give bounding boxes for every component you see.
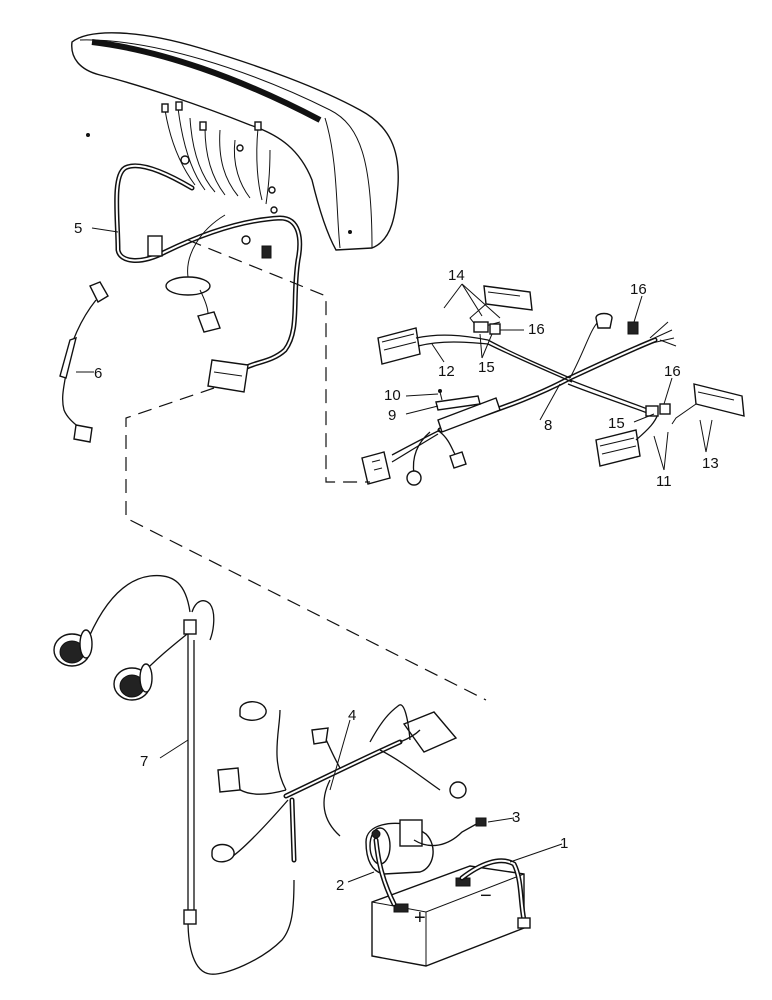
headlamp-right	[113, 663, 153, 701]
callout-16-left: 16	[528, 321, 545, 338]
battery: + −	[371, 865, 525, 967]
connection-leader-lines	[125, 239, 487, 701]
rear-lamp-harness	[361, 312, 677, 486]
headlamp-left	[53, 629, 93, 667]
callout-3: 3	[512, 809, 520, 826]
callout-11: 11	[656, 473, 672, 490]
battery-cables	[373, 837, 531, 929]
callout-14: 14	[448, 267, 465, 284]
callout-5: 5	[74, 220, 82, 237]
callout-12: 12	[438, 363, 455, 380]
warning-light-lead	[59, 281, 109, 443]
battery-negative-sign: −	[480, 885, 492, 907]
starter-motor	[365, 817, 487, 875]
callout-15-left: 15	[478, 359, 495, 376]
callout-13: 13	[702, 455, 719, 472]
right-rear-lamp	[595, 383, 745, 467]
callout-8: 8	[544, 417, 552, 434]
dashboard-harness	[114, 163, 303, 393]
callout-4: 4	[348, 707, 356, 724]
callout-1: 1	[560, 835, 568, 852]
callout-6: 6	[94, 365, 102, 382]
callout-2: 2	[336, 877, 344, 894]
callout-7: 7	[140, 753, 148, 770]
callout-leaders	[76, 227, 713, 883]
callout-16-top: 16	[630, 281, 647, 298]
callout-15-right: 15	[608, 415, 625, 432]
instrument-panel-hood	[71, 32, 399, 251]
callout-9: 9	[388, 407, 396, 424]
battery-positive-sign: +	[414, 907, 426, 929]
left-rear-lamp	[377, 285, 533, 365]
callout-16-right: 16	[664, 363, 681, 380]
callout-10: 10	[384, 387, 401, 404]
main-harness	[211, 701, 467, 863]
headlamp-lead	[85, 574, 295, 975]
callout-labels: 5 6 7 4 3 2 1 8 9 10 12 14 15 16 16 16 1…	[74, 220, 719, 894]
gauge-connector-wires	[161, 101, 276, 205]
